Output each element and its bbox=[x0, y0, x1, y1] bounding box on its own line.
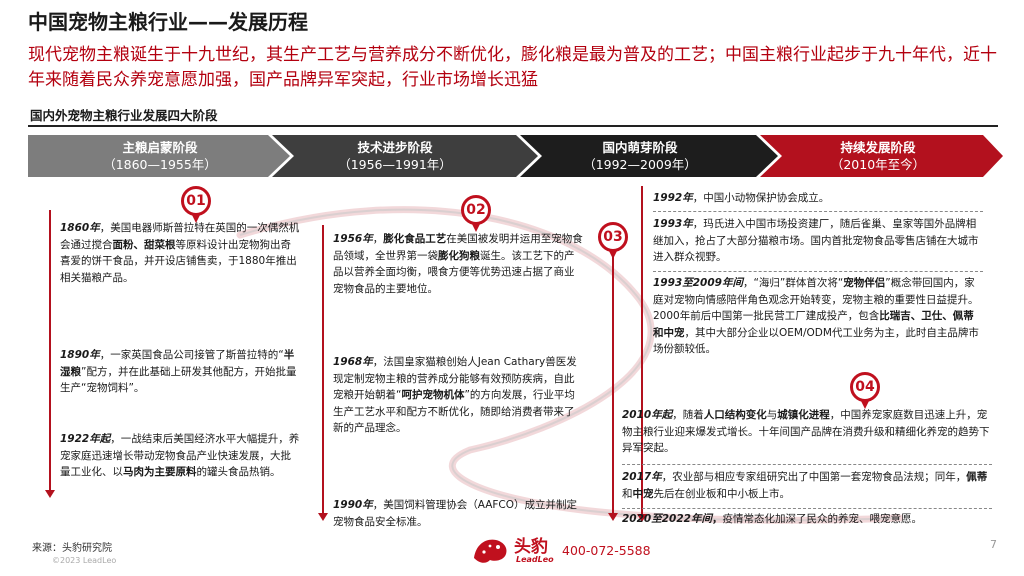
event-2020: 2020至2022年间，疫情常态化加深了民众的养宠、喂宠意愿。 bbox=[622, 513, 922, 525]
stage-arrows bbox=[28, 135, 1003, 177]
event-1993: 1993年，玛氏进入中国市场投资建厂，随后雀巢、皇家等国外品牌相继加入，抢占了大… bbox=[653, 218, 979, 263]
event-1968: 1968年，法国皇家猫粮创始人Jean Cathary兽医发现定制宠物主粮的营养… bbox=[333, 356, 577, 434]
stage-3-period: （1992—2009年） bbox=[583, 157, 697, 172]
event-1993-2009: 1993至2009年间，“海归”群体首次将“宠物伴侣”概念带回国内，家庭对宠物向… bbox=[653, 277, 979, 355]
stage-3: 国内萌芽阶段 （1992—2009年） bbox=[540, 135, 740, 177]
event-2017: 2017年，农业部与相应专家组研究出了中国第一套宠物食品法规；同年，佩蒂和中宠先… bbox=[622, 471, 988, 500]
page-title: 中国宠物主粮行业——发展历程 bbox=[28, 10, 308, 34]
stage-4-period: （2010年至今） bbox=[830, 157, 926, 172]
stage-2-name: 技术进步阶段 bbox=[357, 140, 433, 155]
section-subtitle: 国内外宠物主粮行业发展四大阶段 bbox=[30, 108, 218, 123]
stage-2-period: （1956—1991年） bbox=[338, 157, 452, 172]
stage-arrow-1 bbox=[28, 135, 290, 177]
timeline-arrow-2 bbox=[318, 513, 328, 521]
divider-1992 bbox=[653, 211, 983, 212]
contact-phone: 400-072-5588 bbox=[562, 543, 651, 558]
logo-text-cn: 头豹 bbox=[514, 537, 548, 557]
stage-1-period: （1860—1955年） bbox=[103, 157, 217, 172]
timeline-line-3 bbox=[612, 255, 614, 515]
stage-1: 主粮启蒙阶段 （1860—1955年） bbox=[60, 135, 260, 177]
leopard-logo-icon bbox=[474, 539, 507, 563]
header-divider bbox=[28, 125, 998, 127]
headline-summary: 现代宠物主粮诞生于十九世纪，其生产工艺与营养成分不断优化，膨化粮是最为普及的工艺… bbox=[28, 45, 997, 90]
event-1990: 1990年，美国饲料管理协会（AAFCO）成立并制定宠物食品安全标准。 bbox=[333, 499, 578, 528]
event-1922: 1922年起，一战结束后美国经济水平大幅提升，养宠家庭迅速增长带动宠物食品产业快… bbox=[60, 433, 300, 478]
timeline-arrow-4 bbox=[637, 514, 647, 522]
timeline-line-1 bbox=[49, 210, 51, 492]
stage-2: 技术进步阶段 （1956—1991年） bbox=[290, 135, 500, 177]
source-note: 来源：头豹研究院 bbox=[32, 543, 112, 554]
timeline-arrow-1 bbox=[45, 490, 55, 498]
timeline-arrow-3 bbox=[608, 513, 618, 521]
divider-1993 bbox=[653, 271, 983, 272]
badge-04: 04 bbox=[850, 372, 880, 409]
event-1992: 1992年，中国小动物保护协会成立。 bbox=[653, 192, 830, 204]
logo-text-en: LeadLeo bbox=[516, 555, 554, 564]
stage-arrow-4 bbox=[760, 135, 1003, 177]
stage-3-name: 国内萌芽阶段 bbox=[602, 140, 678, 155]
stage-arrow-3 bbox=[520, 135, 778, 177]
stage-4: 持续发展阶段 （2010年至今） bbox=[778, 135, 978, 177]
divider-2017 bbox=[622, 508, 992, 509]
stage-arrow-2 bbox=[272, 135, 538, 177]
timeline-line-4 bbox=[641, 186, 643, 516]
page-number: 7 bbox=[990, 538, 997, 551]
badge-01: 01 bbox=[181, 186, 211, 223]
badge-02: 02 bbox=[461, 195, 491, 232]
event-2010: 2010年起，随着人口结构变化与城镇化进程，中国养宠家庭数目迅速上升，宠物主粮行… bbox=[622, 409, 990, 454]
stage-4-name: 持续发展阶段 bbox=[840, 140, 916, 155]
event-1890: 1890年，一家英国食品公司接管了斯普拉特的“半湿粮”配方，并在此基础上研发其他… bbox=[60, 349, 297, 394]
copyright: ©2023 LeadLeo bbox=[52, 556, 117, 565]
badge-03: 03 bbox=[598, 222, 628, 259]
divider-2010 bbox=[622, 464, 992, 465]
event-1956: 1956年，膨化食品工艺在美国被发明并运用至宠物食品领域，全世界第一袋膨化狗粮诞… bbox=[333, 233, 583, 295]
stage-1-name: 主粮启蒙阶段 bbox=[122, 140, 198, 155]
event-1860: 1860年，美国电器师斯普拉特在英国的一次偶然机会通过搅合面粉、甜菜根等原料设计… bbox=[60, 222, 300, 284]
timeline-line-2 bbox=[322, 225, 324, 515]
